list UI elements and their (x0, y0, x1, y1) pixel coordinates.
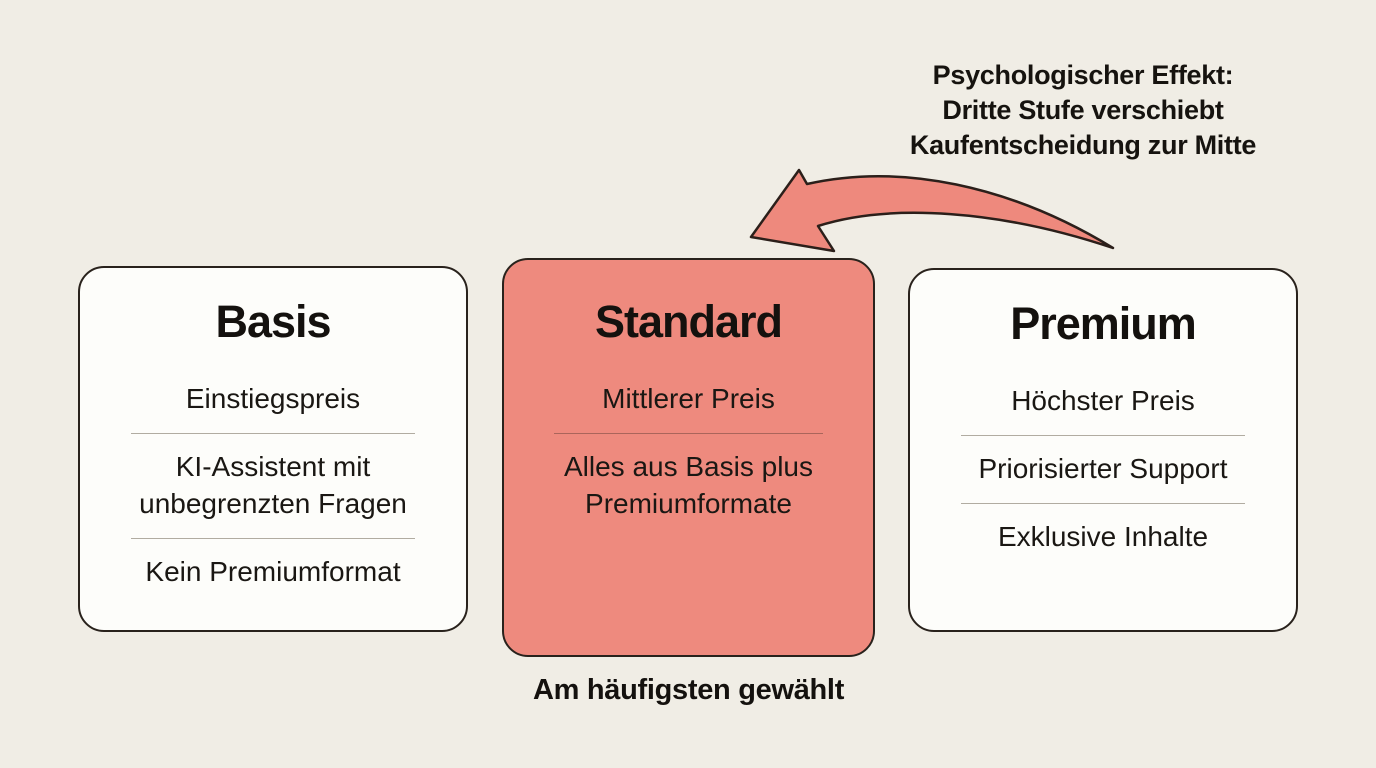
divider (961, 502, 1245, 504)
card-title: Premium (1010, 298, 1197, 349)
annotation-line: Kaufentscheidung zur Mitte (909, 130, 1257, 161)
card-feature: Exklusive Inhalte (997, 520, 1209, 552)
card-feature: Alles aus Basis plus Premiumformate (563, 450, 813, 519)
card-feature: KI-Assistent mit unbegrenzten Fragen (139, 450, 407, 519)
card-title: Basis (215, 296, 331, 347)
card-feature: Höchster Preis (1011, 385, 1195, 416)
card-feature: Mittlerer Preis (602, 383, 775, 414)
card-feature: Kein Premiumformat (145, 555, 401, 587)
curved-arrow-shape (749, 168, 1115, 253)
caption-most-chosen: Am häufigsten gewählt (532, 674, 845, 706)
annotation-line: Psychologischer Effekt: (932, 60, 1234, 90)
card-title: Standard (594, 296, 783, 347)
annotation-line: Dritte Stufe verschiebt (942, 95, 1224, 126)
card-basis: Basis Einstiegspreis KI-Assistent mit un… (78, 266, 468, 632)
divider (553, 432, 824, 434)
divider (131, 432, 415, 434)
annotation-note: Psychologischer Effekt: Dritte Stufe ver… (858, 58, 1308, 163)
card-premium: Premium Höchster Preis Priorisierter Sup… (908, 268, 1298, 632)
divider (961, 434, 1245, 436)
card-standard: Standard Mittlerer Preis Alles aus Basis… (502, 258, 875, 657)
card-feature: Priorisierter Support (978, 452, 1228, 484)
card-feature: Einstiegspreis (185, 383, 361, 414)
divider (131, 537, 415, 539)
